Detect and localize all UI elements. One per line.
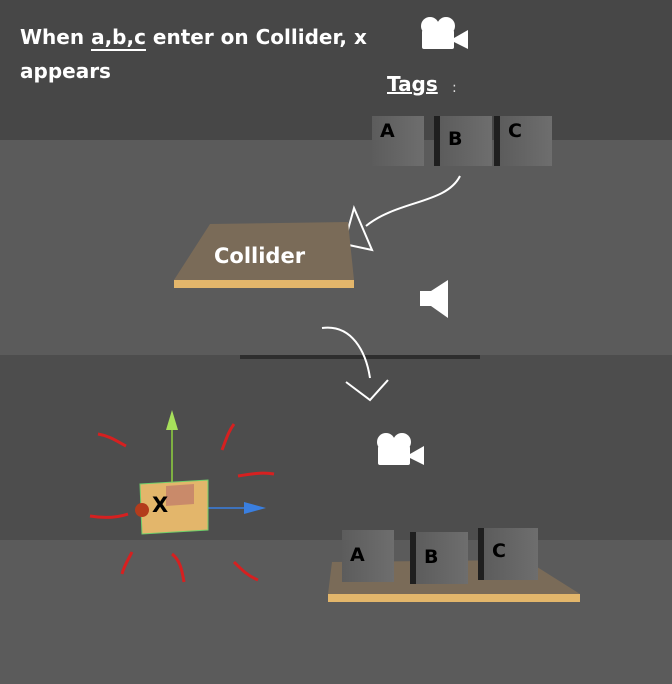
result-cube-c[interactable]: C	[478, 528, 538, 580]
background-band-top	[0, 0, 672, 140]
horizon-line	[240, 355, 480, 359]
hand-drawn-arrow	[342, 175, 461, 252]
result-cube-a[interactable]: A	[342, 530, 394, 582]
result-cube-b[interactable]: B	[410, 532, 468, 584]
tag-cube-b[interactable]: B	[434, 116, 492, 166]
x-object-label: X	[152, 493, 169, 517]
camera-icon	[377, 433, 424, 465]
background-band-lower	[0, 355, 672, 540]
hand-drawn-arrow-down	[321, 326, 389, 402]
speaker-icon	[420, 280, 448, 318]
collider-platform[interactable]	[172, 222, 358, 294]
camera-icon	[421, 17, 468, 49]
tags-colon: :	[452, 80, 457, 96]
caption-underlined: a,b,c	[91, 25, 146, 51]
tag-cube-c[interactable]: C	[494, 116, 552, 166]
tag-cube-a[interactable]: A	[372, 116, 424, 166]
tags-heading: Tags	[387, 72, 438, 96]
collider-label: Collider	[214, 244, 306, 268]
x-object-gizmo[interactable]	[88, 406, 284, 588]
caption-text: When a,b,c enter on Collider, x appears	[20, 25, 367, 83]
